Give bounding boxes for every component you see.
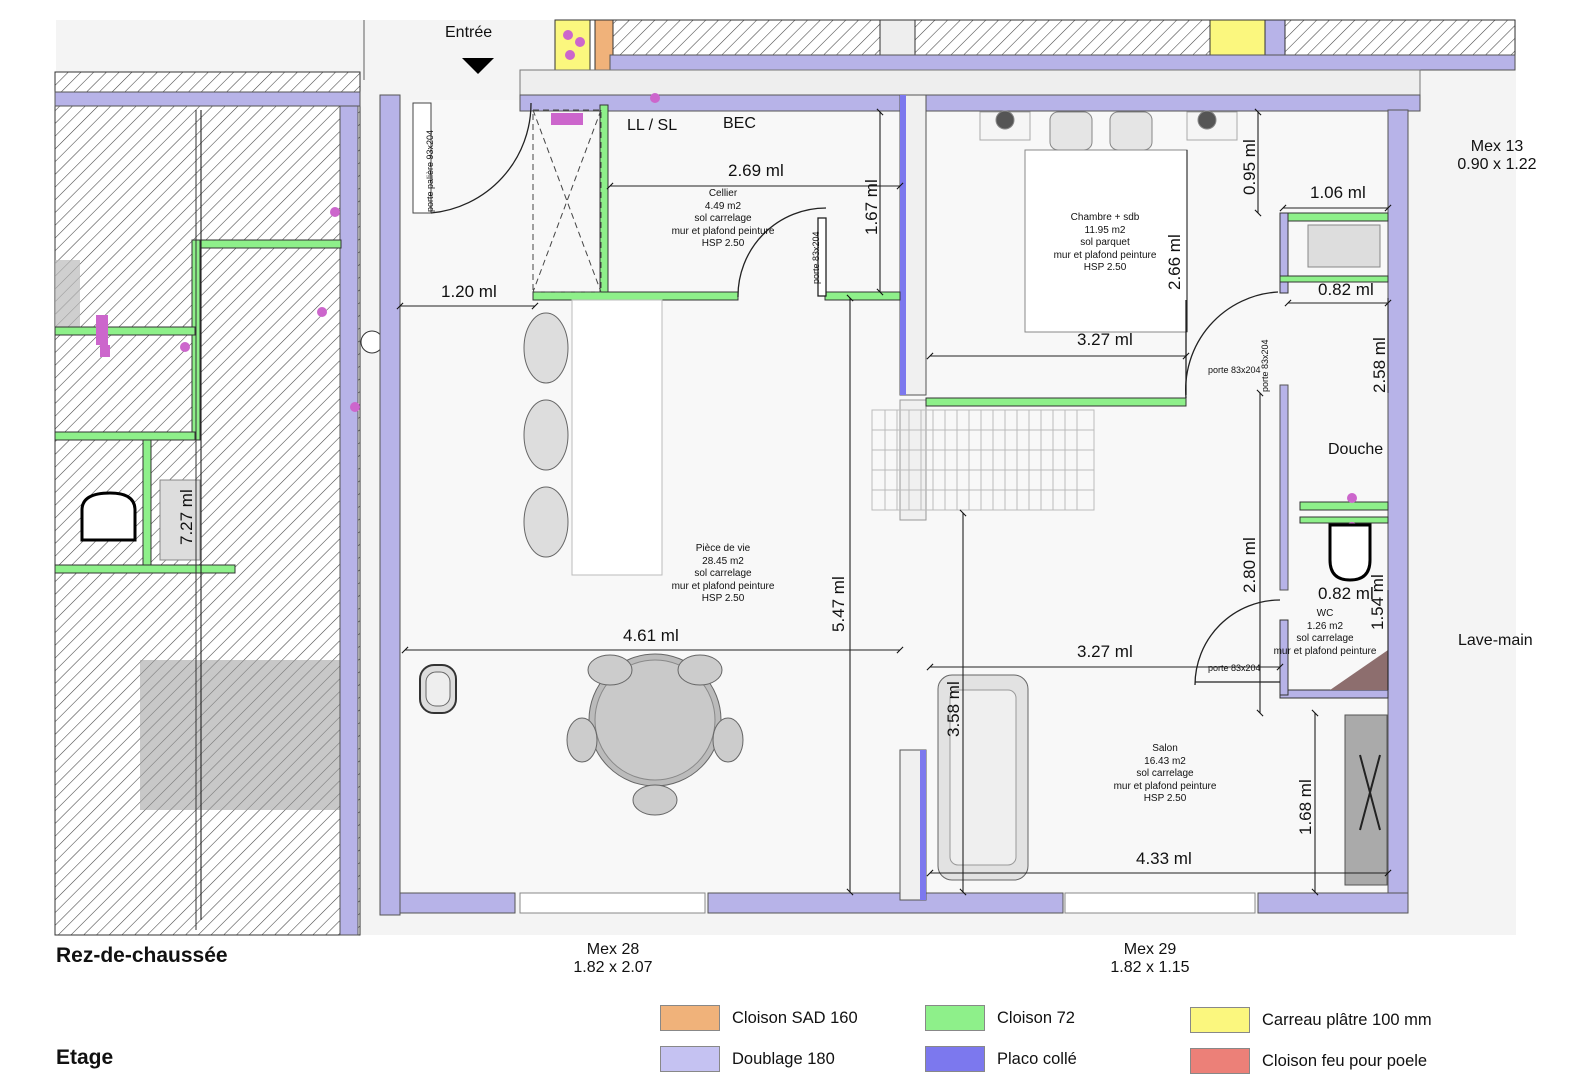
legend-item-sad: Cloison SAD 160 bbox=[660, 1004, 858, 1032]
ground-floor-title: Rez-de-chaussée bbox=[56, 944, 228, 967]
door-label-chambre-h: porte 83x204 bbox=[1208, 365, 1261, 375]
legend-item-carreau: Carreau plâtre 100 mm bbox=[1190, 1006, 1432, 1034]
dim-4-61: 4.61 ml bbox=[623, 626, 679, 645]
upper-floor-title: Etage bbox=[56, 1046, 114, 1069]
dim-1-54: 1.54 ml bbox=[1368, 574, 1387, 630]
entry-arrow-icon bbox=[462, 58, 494, 74]
dim-3-58: 3.58 ml bbox=[944, 681, 963, 737]
douche-label: Douche bbox=[1328, 441, 1384, 458]
dim-2-66: 2.66 ml bbox=[1165, 234, 1184, 290]
legend-swatch bbox=[925, 1005, 985, 1031]
legend-item-doublage: Doublage 180 bbox=[660, 1045, 835, 1073]
legend-swatch bbox=[1190, 1007, 1250, 1033]
door-label-wc: porte 83x204 bbox=[1208, 663, 1261, 673]
dim-3-27-a: 3.27 ml bbox=[1077, 330, 1133, 349]
legend-swatch bbox=[1190, 1048, 1250, 1074]
dimension-lines bbox=[200, 108, 1392, 920]
dim-2-80: 2.80 ml bbox=[1240, 537, 1259, 593]
stairs bbox=[871, 409, 1095, 511]
ll-sl-label: LL / SL bbox=[627, 117, 678, 134]
dim-5-47: 5.47 ml bbox=[829, 576, 848, 632]
dim-0-95: 0.95 ml bbox=[1240, 139, 1259, 195]
dim-4-33: 4.33 ml bbox=[1136, 849, 1192, 868]
lave-main-sink bbox=[1330, 650, 1388, 690]
lave-main-label: Lave-main bbox=[1458, 632, 1533, 649]
dim-1-06: 1.06 ml bbox=[1310, 183, 1366, 202]
walls bbox=[379, 93, 1421, 916]
dim-1-67: 1.67 ml bbox=[862, 179, 881, 235]
legend-swatch bbox=[660, 1046, 720, 1072]
dim-2-69: 2.69 ml bbox=[728, 161, 784, 180]
door-label-cellier: porte 83x204 bbox=[811, 231, 821, 284]
dim-0-82-b: 0.82 ml bbox=[1318, 584, 1374, 603]
legend-swatch bbox=[925, 1046, 985, 1072]
bec-label: BEC bbox=[723, 115, 756, 132]
dim-2-58: 2.58 ml bbox=[1370, 337, 1389, 393]
door-label-paliere: porte palière 93x204 bbox=[425, 129, 435, 212]
legend-item-placo: Placo collé bbox=[925, 1045, 1077, 1073]
legend-swatch bbox=[660, 1005, 720, 1031]
dim-1-68: 1.68 ml bbox=[1296, 779, 1315, 835]
dim-1-20: 1.20 ml bbox=[441, 282, 497, 301]
dim-3-27-b: 3.27 ml bbox=[1077, 642, 1133, 661]
dim-7-27: 7.27 ml bbox=[177, 489, 196, 545]
legend-item-cloison72: Cloison 72 bbox=[925, 1004, 1075, 1032]
entry-label: Entrée bbox=[445, 24, 493, 41]
dim-0-82-a: 0.82 ml bbox=[1318, 280, 1374, 299]
legend-item-poele: Cloison feu pour poele bbox=[1190, 1047, 1427, 1075]
door-label-chambre-v: porte 83x204 bbox=[1260, 339, 1270, 392]
existing-building-left bbox=[54, 71, 384, 936]
